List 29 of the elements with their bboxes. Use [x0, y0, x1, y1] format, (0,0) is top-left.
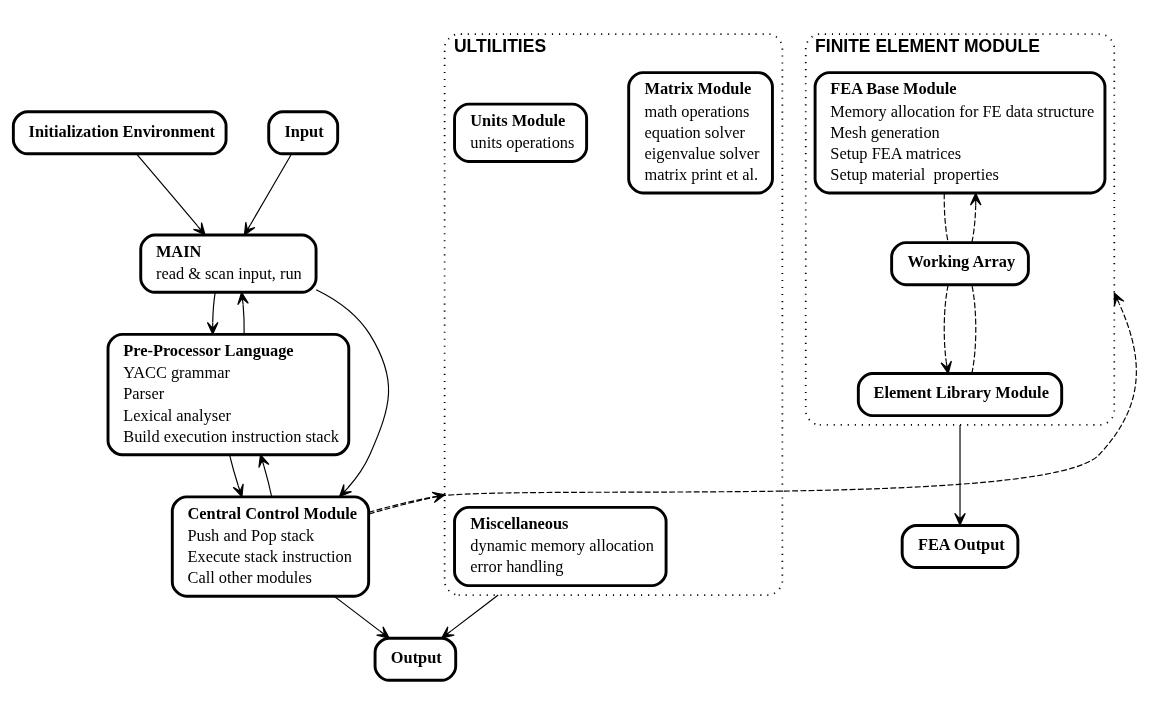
arrow [315, 288, 390, 497]
node-box: FEA Output [900, 523, 1020, 569]
node-box: MAIN read & scan input, run [139, 233, 318, 294]
node-box: FEA Base Module Memory allocation for FE data structure Mesh generation Setup FEA matrices Setup material properties [813, 70, 1107, 194]
arrow [969, 192, 982, 243]
node-box: Matrix Module math operations equation solver eigenvalue solver matrix print et al. [627, 70, 774, 194]
connector [943, 192, 949, 243]
arrow [441, 593, 499, 639]
node-box: Pre-Processor Language YACC grammar Parser Lexical analyser Build execution instruction stack [106, 332, 351, 456]
connector [971, 283, 977, 374]
node-box: Working Array [890, 240, 1030, 286]
arrow [368, 291, 1137, 513]
node-box: Element Library Module [856, 371, 1064, 417]
arrow [258, 453, 273, 497]
node-box: Central Control Module Push and Pop stack Execute stack instruction Call other modules [170, 494, 371, 598]
node-box: Miscellaneous dynamic memory allocation error handling [453, 505, 668, 587]
node-box: Units Module units operations [453, 102, 589, 163]
arrow [940, 283, 952, 374]
arrow [206, 291, 219, 335]
node-box: Initialization Environment [11, 109, 228, 155]
node-box: Input [267, 109, 340, 155]
arrow [229, 453, 244, 497]
arrow [243, 152, 293, 235]
arrow [368, 491, 446, 515]
arrow [954, 423, 966, 526]
node-box: Output [373, 636, 458, 682]
arrow [333, 595, 390, 639]
arrow [237, 291, 249, 335]
arrow [136, 152, 206, 235]
